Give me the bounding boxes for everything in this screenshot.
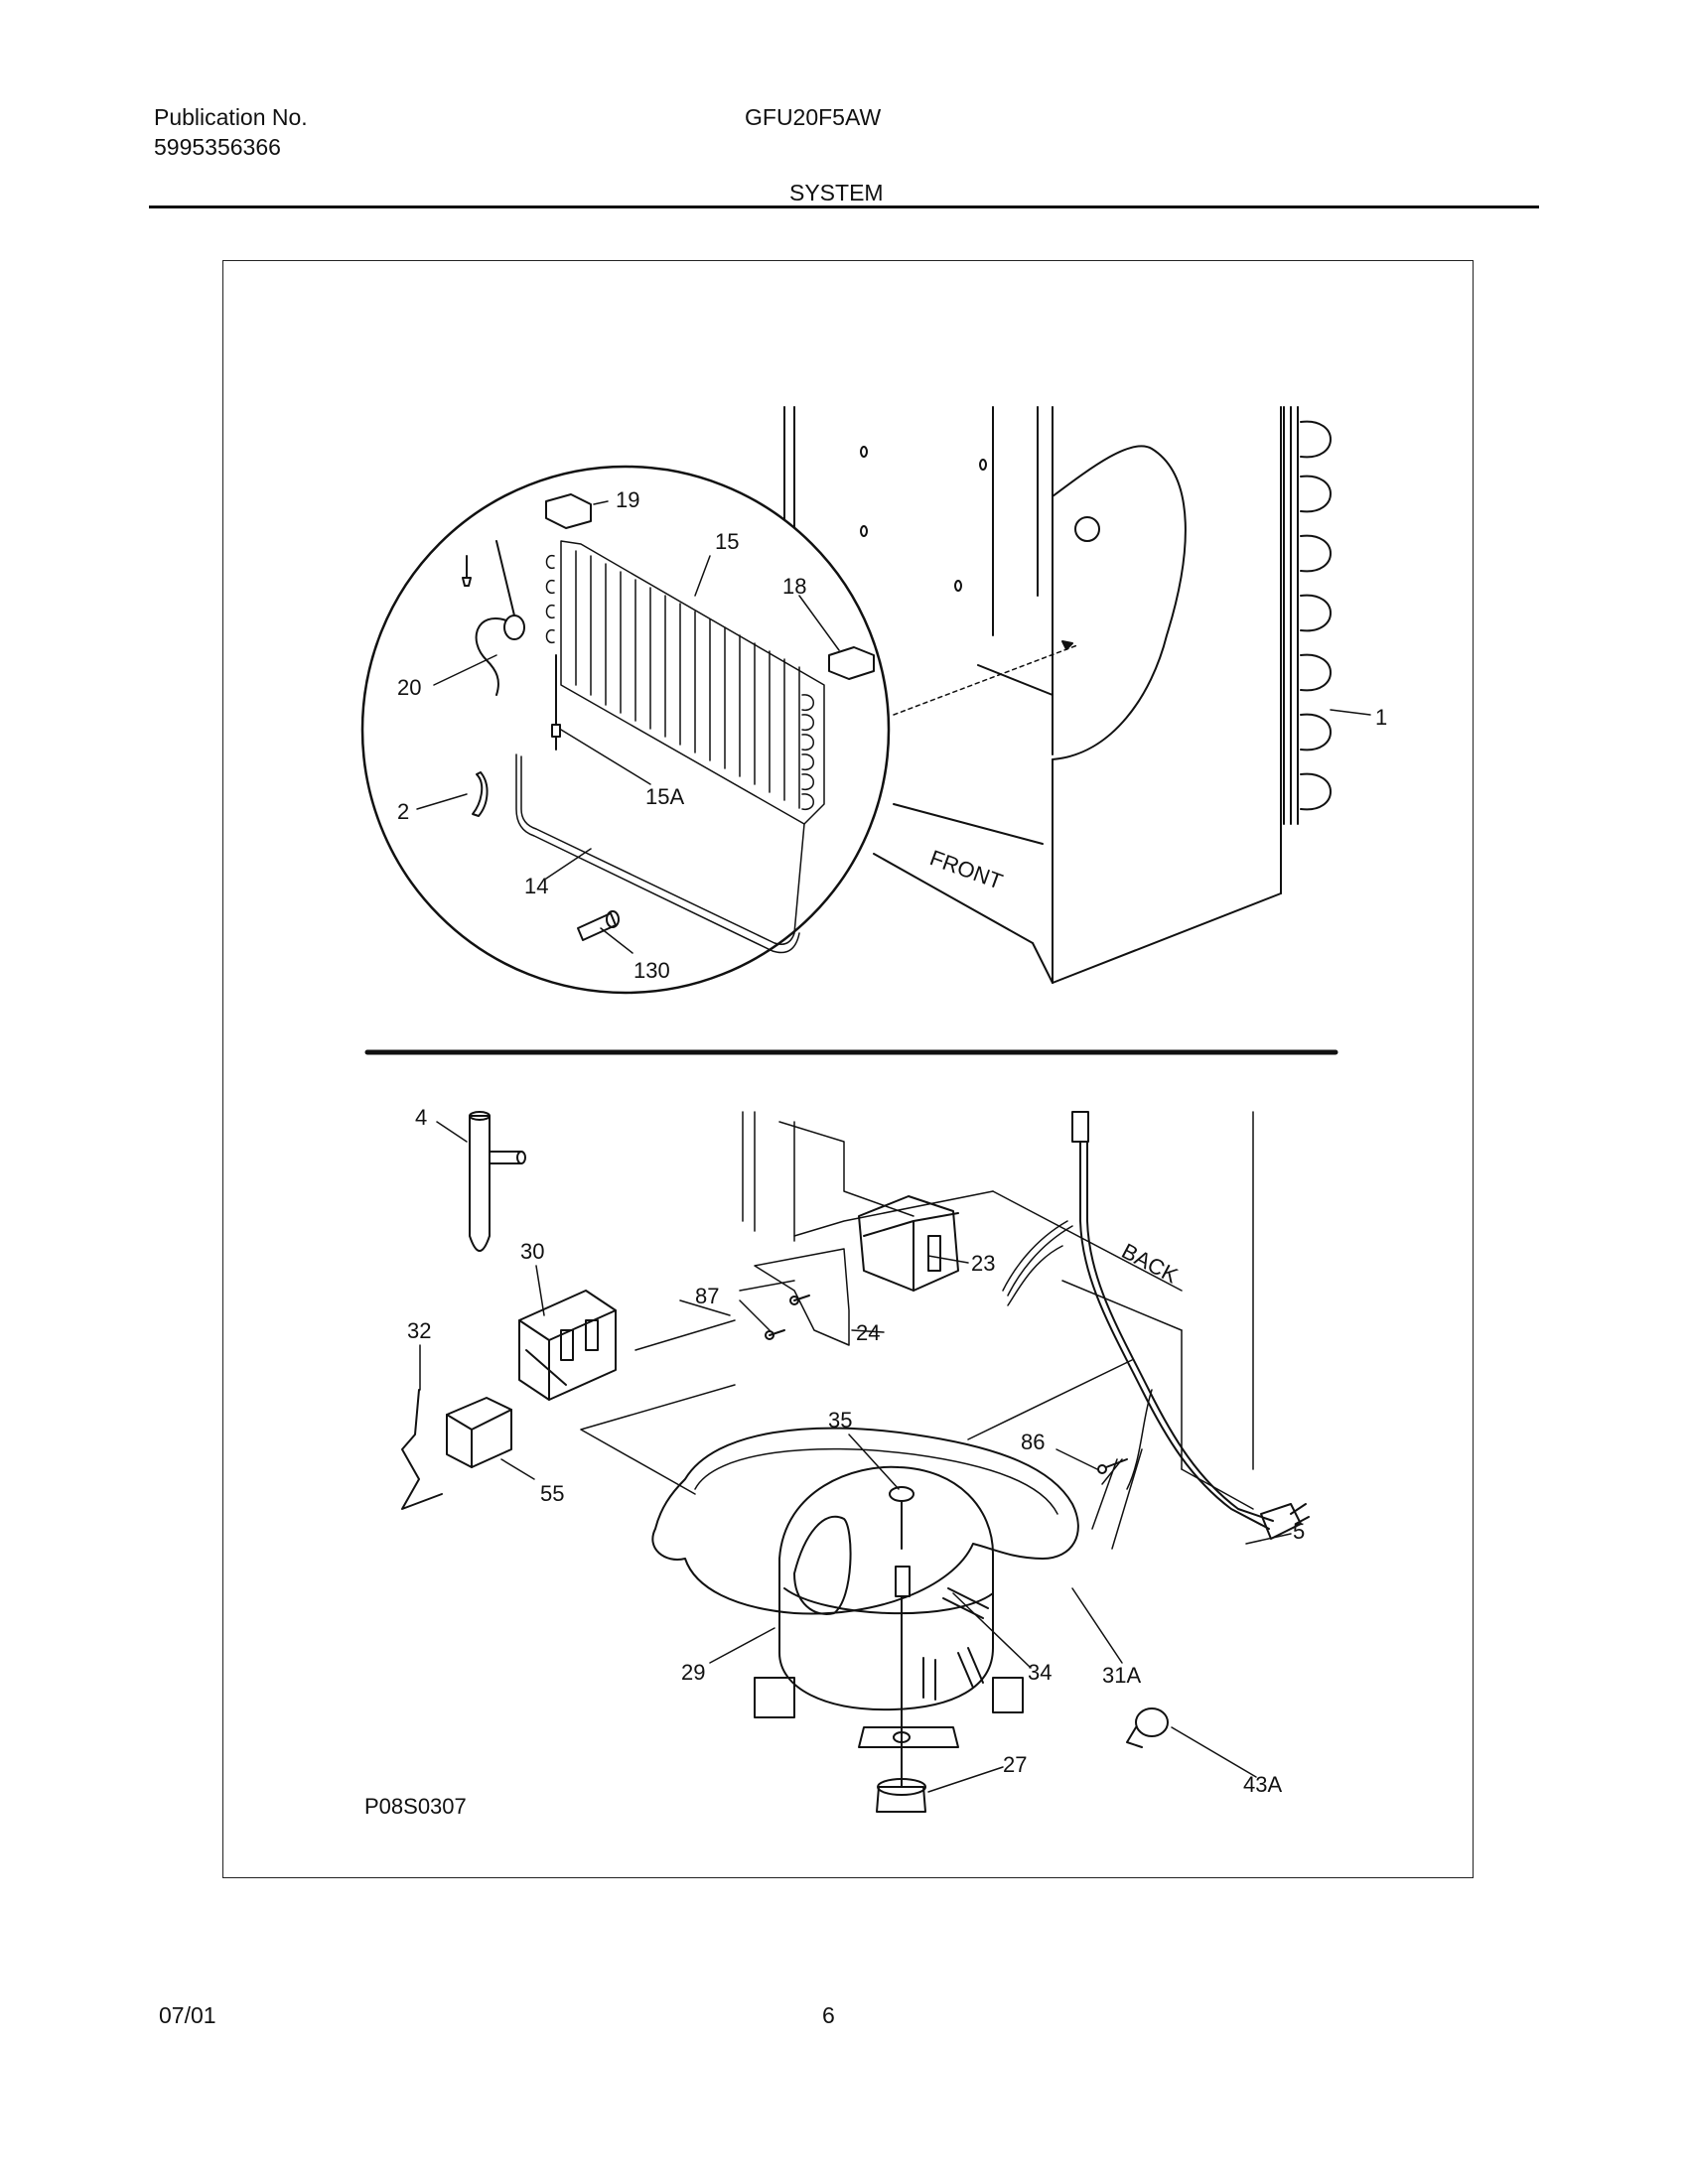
cabinet-interior <box>783 406 1282 984</box>
callout-32: 32 <box>407 1318 431 1343</box>
callout-2: 2 <box>397 799 409 824</box>
label-front: FRONT <box>926 845 1006 893</box>
callout-43a: 43A <box>1243 1772 1282 1797</box>
callout-20: 20 <box>397 675 421 700</box>
callout-1: 1 <box>1375 705 1387 730</box>
callout-23: 23 <box>971 1251 995 1276</box>
mounting-grommet-stack <box>876 1486 926 1813</box>
callout-27: 27 <box>1003 1752 1027 1777</box>
insulation-block-18 <box>828 646 875 680</box>
evaporator <box>545 540 825 825</box>
compressor-plate <box>580 1299 1133 1495</box>
model-number: GFU20F5AW <box>745 104 882 130</box>
figure-code: P08S0307 <box>364 1794 467 1819</box>
defrost-heater <box>551 654 561 751</box>
timer-bracket <box>754 1248 850 1346</box>
section-title: SYSTEM <box>789 180 884 205</box>
compressor <box>754 1465 1024 1748</box>
drain-fitting <box>577 910 620 941</box>
clip-part <box>472 771 489 817</box>
callout-31a: 31A <box>1102 1663 1141 1688</box>
footer-date: 07/01 <box>159 2002 216 2028</box>
filter-drier <box>469 1111 526 1252</box>
callout-14: 14 <box>524 874 548 898</box>
defrost-timer <box>858 1195 959 1292</box>
header-rule <box>149 205 1539 208</box>
callout-87: 87 <box>695 1284 719 1308</box>
callout-4: 4 <box>415 1105 427 1130</box>
callout-86: 86 <box>1021 1430 1045 1454</box>
lower-cabinet <box>742 1111 1254 1510</box>
callout-55: 55 <box>540 1481 564 1506</box>
drain-tube <box>520 755 805 945</box>
callout-35: 35 <box>828 1408 852 1433</box>
condenser-coil <box>1283 406 1332 825</box>
mounting-screws <box>765 1295 810 1340</box>
callout-30: 30 <box>520 1239 544 1264</box>
label-back: BACK <box>1118 1238 1183 1288</box>
insulation-block-19 <box>545 493 592 529</box>
publication-number: 5995356366 <box>154 134 281 160</box>
callout-130: 130 <box>633 958 670 983</box>
diagram-frame <box>222 260 1474 1878</box>
capacitor <box>446 1397 512 1468</box>
callout-34: 34 <box>1028 1660 1052 1685</box>
callout-15: 15 <box>715 529 739 554</box>
publication-label: Publication No. <box>154 104 308 130</box>
power-cord <box>1071 1111 1310 1540</box>
ground-screw <box>1097 1458 1128 1474</box>
detail-circle <box>360 465 891 995</box>
callout-5: 5 <box>1293 1519 1305 1544</box>
cord-clamp <box>1126 1707 1169 1748</box>
start-relay <box>518 1290 617 1401</box>
callout-29: 29 <box>681 1660 705 1685</box>
compressor-base-tray <box>651 1427 1079 1615</box>
callout-24: 24 <box>856 1320 880 1345</box>
jumper-wire <box>401 1389 443 1510</box>
callout-19: 19 <box>616 487 639 512</box>
callout-18: 18 <box>782 574 806 599</box>
callout-15a: 15A <box>645 784 684 809</box>
page-number: 6 <box>822 2002 835 2028</box>
